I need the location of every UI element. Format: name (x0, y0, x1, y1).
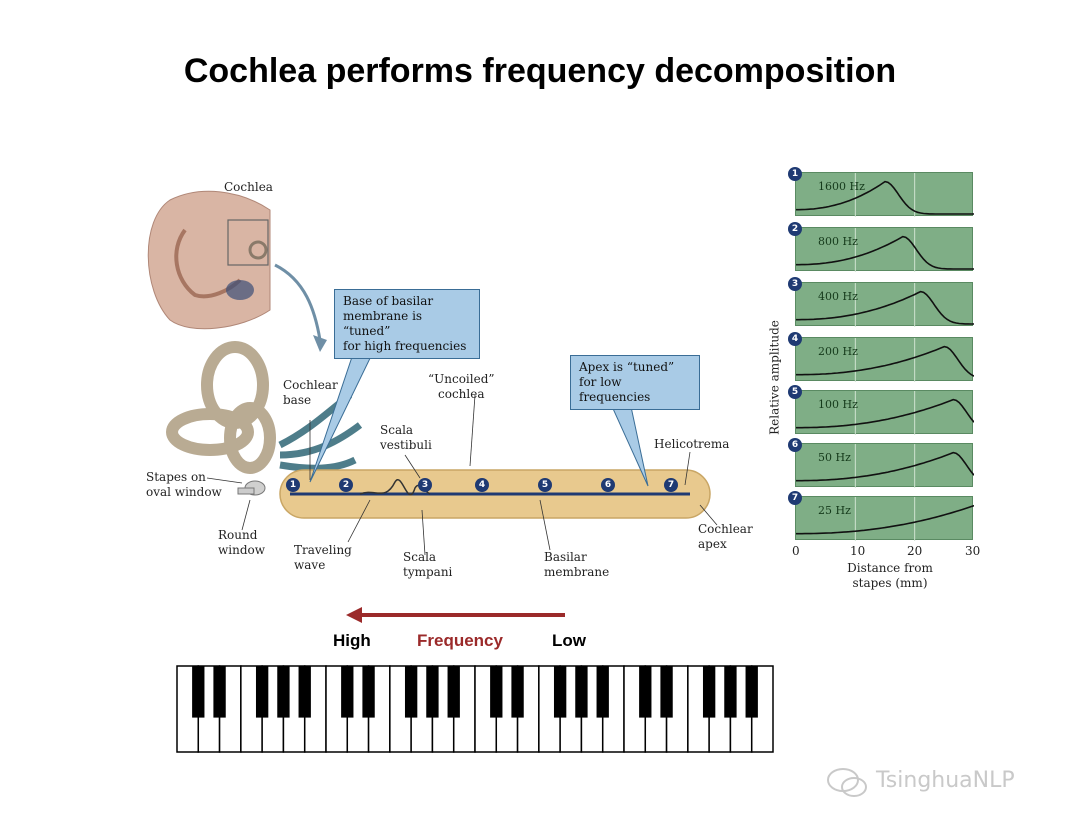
frequency-arrow (346, 607, 565, 623)
amplitude-plot-6: 50 Hz (795, 443, 974, 488)
piano-black-keys (192, 666, 758, 718)
scala-vestibuli-label: Scala vestibuli (380, 423, 432, 452)
plot-index-badge-3: 3 (788, 277, 802, 291)
callout-base-tuned: Base of basilar membrane is “tuned” for … (334, 289, 480, 359)
plot-index-badge-2: 2 (788, 222, 802, 236)
cochlear-apex-label: Cochlear apex (698, 522, 753, 551)
plot-index-badge-7: 7 (788, 491, 802, 505)
plot-frequency-label-3: 400 Hz (818, 290, 858, 303)
cochlear-base-label: Cochlear base (283, 378, 338, 407)
piano-black-key (702, 666, 716, 718)
callout-apex-tuned: Apex is “tuned” for low frequencies (570, 355, 700, 410)
plot-frequency-label-7: 25 Hz (818, 504, 851, 517)
x-tick-0: 0 (792, 544, 800, 558)
x-axis-label: Distance from stapes (mm) (847, 561, 933, 590)
watermark-text: TsinghuaNLP (876, 768, 1015, 793)
piano-black-key (213, 666, 226, 718)
piano-black-key (426, 666, 439, 718)
piano-keyboard (176, 665, 774, 753)
piano-black-key (745, 666, 758, 718)
x-tick-20: 20 (907, 544, 923, 558)
high-label: High (333, 631, 371, 650)
amplitude-curve-6 (796, 451, 974, 482)
x-tick-10: 10 (850, 544, 866, 558)
stapes-label: Stapes on oval window (146, 470, 222, 499)
traveling-wave-label: Traveling wave (294, 543, 352, 572)
y-axis-label: Relative amplitude (767, 320, 782, 435)
semicircular-canals (166, 341, 276, 474)
round-window-label: Round window (218, 528, 266, 557)
basilar-membrane-label: Basilar membrane (544, 550, 610, 579)
amplitude-curve-7 (796, 504, 974, 535)
low-label: Low (552, 631, 586, 650)
plot-frequency-label-1: 1600 Hz (818, 180, 865, 193)
scala-tympani-label: Scala tympani (403, 550, 453, 579)
position-badge-4: 4 (475, 478, 489, 492)
piano-black-key (277, 666, 290, 718)
piano-black-key (553, 666, 567, 718)
uncoiled-cochlea-label: “Uncoiled” cochlea (428, 372, 495, 401)
cochlea-label: Cochlea (224, 180, 273, 194)
y-axis-label-wrapper: Relative amplitude (765, 320, 785, 440)
amplitude-curve-5 (796, 398, 974, 429)
position-badge-7: 7 (664, 478, 678, 492)
page-title: Cochlea performs frequency decomposition (183, 52, 897, 90)
plot-index-badge-4: 4 (788, 332, 802, 346)
ear-illustration (147, 190, 271, 330)
piano-black-key (639, 666, 652, 718)
amplitude-curve-3 (796, 290, 974, 325)
piano-black-key (255, 666, 269, 718)
amplitude-curve-1 (796, 180, 974, 215)
piano-black-key (511, 666, 524, 718)
amplitude-curve-4 (796, 345, 974, 377)
plot-index-badge-5: 5 (788, 385, 802, 399)
position-badge-2: 2 (339, 478, 353, 492)
plot-frequency-label-6: 50 Hz (818, 451, 851, 464)
plot-index-badge-6: 6 (788, 438, 802, 452)
position-badge-1: 1 (286, 478, 300, 492)
plot-frequency-label-2: 800 Hz (818, 235, 858, 248)
piano-black-key (575, 666, 588, 718)
wechat-icon (826, 766, 870, 806)
frequency-label: Frequency (417, 631, 503, 650)
amplitude-plot-7: 25 Hz (795, 496, 974, 541)
piano-black-key (660, 666, 673, 718)
piano-black-key (341, 666, 354, 718)
piano-black-key (490, 666, 503, 718)
piano-black-key (298, 666, 311, 718)
amplitude-plot-1: 1600 Hz (795, 172, 974, 217)
plot-index-badge-1: 1 (788, 167, 802, 181)
plot-frequency-label-4: 200 Hz (818, 345, 858, 358)
position-badge-6: 6 (601, 478, 615, 492)
piano-black-key (192, 666, 205, 718)
position-badge-5: 5 (538, 478, 552, 492)
helicotrema-label: Helicotrema (654, 437, 730, 451)
cochlea-zoom-box (227, 219, 269, 266)
cochlea-illustration (147, 190, 718, 556)
piano-black-key (724, 666, 737, 718)
amplitude-plot-5: 100 Hz (795, 390, 974, 435)
amplitude-plot-2: 800 Hz (795, 227, 974, 272)
amplitude-curve-2 (796, 235, 974, 270)
piano-black-key (596, 666, 609, 718)
amplitude-plot-4: 200 Hz (795, 337, 974, 382)
piano-black-key (362, 666, 375, 718)
x-tick-30: 30 (965, 544, 981, 558)
piano-black-key (404, 666, 418, 718)
zoom-arrow (274, 263, 322, 341)
position-badge-3: 3 (418, 478, 432, 492)
piano-black-key (447, 666, 460, 718)
plot-frequency-label-5: 100 Hz (818, 398, 858, 411)
amplitude-plot-3: 400 Hz (795, 282, 974, 327)
